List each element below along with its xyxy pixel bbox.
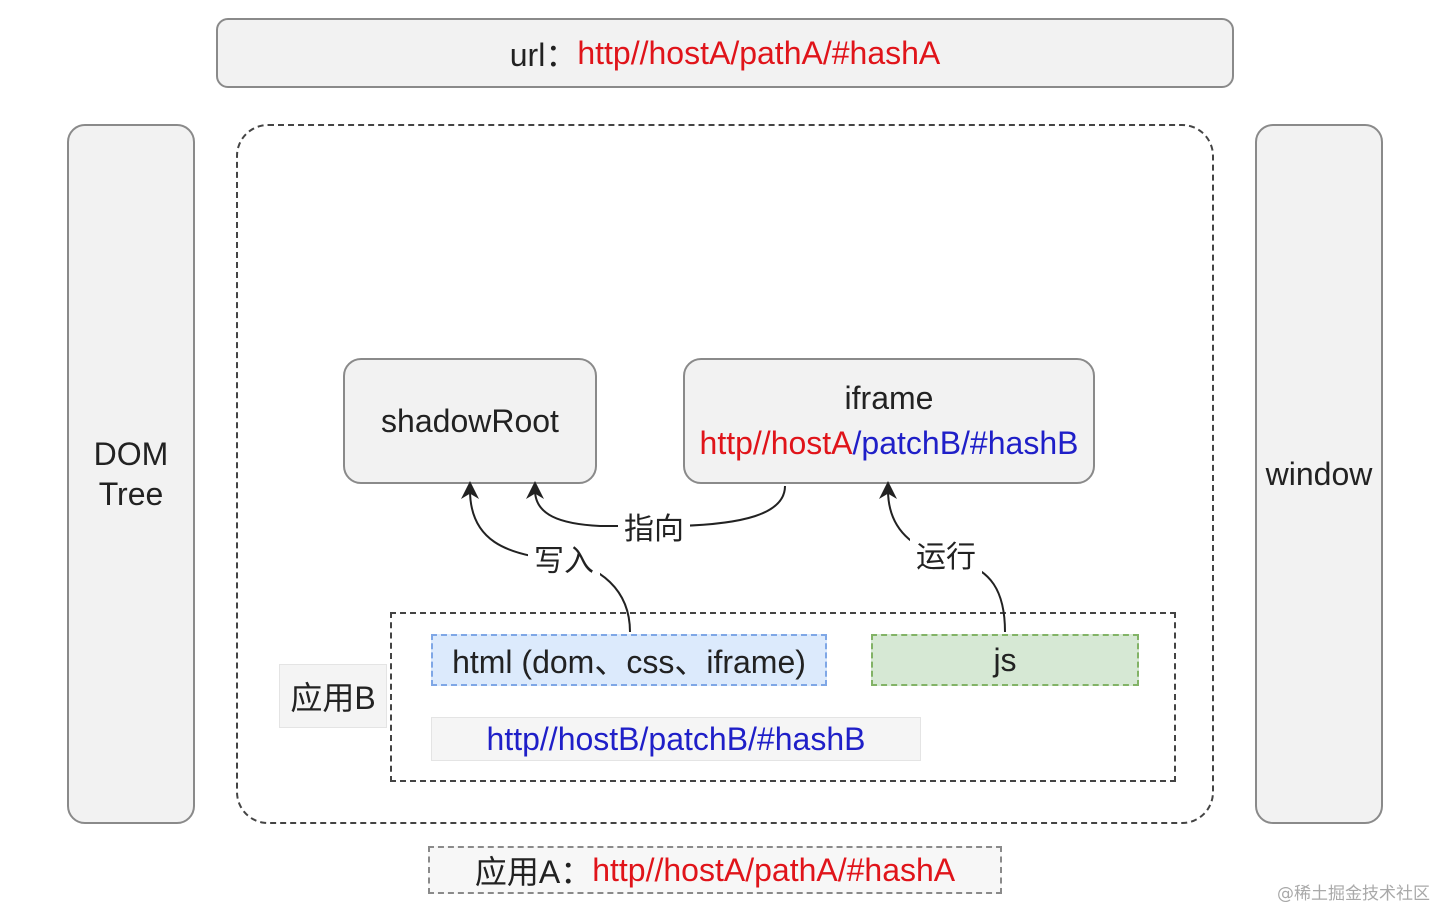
app-b-js-label: js xyxy=(993,641,1017,678)
app-b-js-box: js xyxy=(871,634,1139,686)
dom-tree-label-line1: DOM xyxy=(93,436,169,472)
app-a-url: http//hostA/pathA/#hashA xyxy=(592,851,956,888)
iframe-url-host: http//hostA xyxy=(699,425,853,461)
app-b-html-label: html (dom、css、iframe) xyxy=(452,644,806,680)
app-b-label: 应用B xyxy=(279,664,387,728)
iframe-url-path: /patchB/#hashB xyxy=(852,425,1079,461)
app-b-url: http//hostB/patchB/#hashB xyxy=(486,720,866,757)
app-b-url-box: http//hostB/patchB/#hashB xyxy=(431,717,921,761)
iframe-title: iframe xyxy=(844,380,934,416)
url-bar: url： http//hostA/pathA/#hashA xyxy=(216,18,1234,88)
edge-point-to-label-bg xyxy=(618,510,690,546)
edge-write-label: 写入 xyxy=(534,544,594,579)
iframe-box: iframe http//hostA/patchB/#hashB xyxy=(683,358,1095,484)
shadow-root-label: shadowRoot xyxy=(381,402,559,439)
app-b-html-box: html (dom、css、iframe) xyxy=(431,634,827,686)
edge-write-label-bg xyxy=(528,542,600,578)
edge-run-label: 运行 xyxy=(916,540,976,575)
window-label: window xyxy=(1265,455,1373,492)
iframe-url: http//hostA/patchB/#hashB xyxy=(700,425,1079,462)
dom-tree-label-line2: Tree xyxy=(98,476,164,512)
app-b-container xyxy=(390,612,1176,782)
app-a-prefix: 应用A： xyxy=(474,854,593,890)
edge-point-to-label: 指向 xyxy=(624,512,684,547)
window-box: window xyxy=(1255,124,1383,824)
watermark: @稀土掘金技术社区 xyxy=(1277,884,1430,904)
dom-tree-box: DOM Tree xyxy=(67,124,195,824)
url-value: http//hostA/pathA/#hashA xyxy=(577,34,941,71)
url-prefix: url： xyxy=(509,37,578,73)
sandbox-container xyxy=(236,124,1214,824)
shadow-root-box: shadowRoot xyxy=(343,358,597,484)
edge-run-label-bg xyxy=(910,538,982,574)
app-a-box: 应用A： http//hostA/pathA/#hashA xyxy=(428,846,1002,894)
